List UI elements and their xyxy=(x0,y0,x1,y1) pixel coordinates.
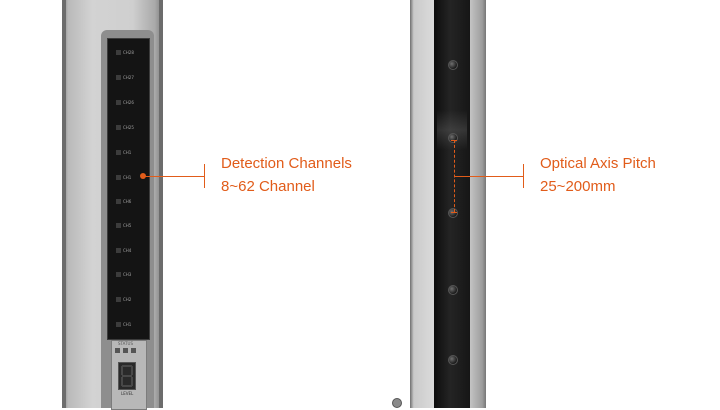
housing-edge xyxy=(62,0,66,408)
optical-axis-pitch-callout: Optical Axis Pitch 25~200mm xyxy=(540,152,656,198)
channel-indicator: CH1 xyxy=(114,171,142,184)
optical-lens xyxy=(448,133,458,143)
channel-indicator: CH27 xyxy=(114,71,142,84)
detection-channels-callout: Detection Channels 8~62 Channel xyxy=(221,152,352,198)
optical-lens xyxy=(448,285,458,295)
channel-indicator-window: CH28 CH27 CH26 CH25 CH1 CH1 CH6 CH5 CH4 … xyxy=(107,38,150,340)
callout-title: Detection Channels xyxy=(221,155,352,172)
status-led xyxy=(131,348,136,353)
seven-segment-display xyxy=(118,362,136,390)
callout-bracket xyxy=(204,164,205,188)
pitch-dimension-line xyxy=(454,140,456,212)
channel-indicator: CH25 xyxy=(114,121,142,134)
screw-icon xyxy=(392,398,402,408)
channel-indicator: CH3 xyxy=(114,268,142,281)
channel-indicator: CH6 xyxy=(114,195,142,208)
optical-lens xyxy=(448,60,458,70)
optical-lens xyxy=(448,355,458,365)
callout-leader-line xyxy=(145,176,205,177)
callout-value: 8~62 Channel xyxy=(221,178,315,195)
level-label: LEVEL xyxy=(121,391,134,396)
pitch-tick xyxy=(451,212,457,213)
callout-anchor-dot xyxy=(140,173,146,179)
housing-edge xyxy=(159,0,163,408)
callout-leader-line xyxy=(455,176,523,177)
status-led xyxy=(115,348,120,353)
status-label: STATUS xyxy=(118,341,134,346)
channel-indicator: CH28 xyxy=(114,46,142,59)
channel-indicator: CH26 xyxy=(114,96,142,109)
channel-indicator: CH5 xyxy=(114,219,142,232)
callout-title: Optical Axis Pitch xyxy=(540,155,656,172)
status-led xyxy=(123,348,128,353)
channel-indicator: CH4 xyxy=(114,244,142,257)
callout-value: 25~200mm xyxy=(540,178,616,195)
channel-indicator: CH1 xyxy=(114,146,142,159)
callout-bracket xyxy=(523,164,524,188)
channel-indicator: CH1 xyxy=(114,318,142,331)
optical-lens xyxy=(448,208,458,218)
channel-indicator: CH2 xyxy=(114,293,142,306)
